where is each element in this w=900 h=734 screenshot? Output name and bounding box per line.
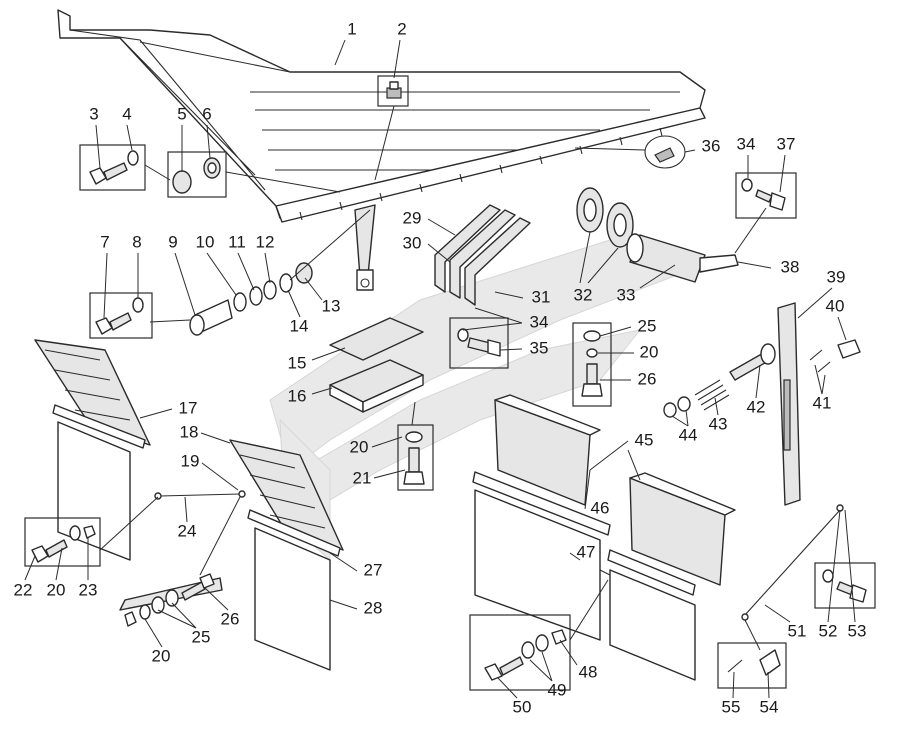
bolt-washer-set-3-4 xyxy=(79,144,146,191)
callout-c53: 53 xyxy=(848,621,867,640)
bushing-set-5-6 xyxy=(167,151,227,198)
shaft-assembly-32-33 xyxy=(576,187,739,283)
callout-c28: 28 xyxy=(364,598,383,617)
bolt-box-20-21 xyxy=(397,424,434,491)
fastener-box-48-50 xyxy=(469,614,571,691)
callout-c39: 39 xyxy=(827,267,846,286)
pin-box-54-55 xyxy=(717,642,787,689)
mud-box-45 xyxy=(629,472,736,586)
callout-c23: 23 xyxy=(79,580,98,599)
callout-c7: 7 xyxy=(100,232,109,251)
callout-c14: 14 xyxy=(290,316,309,335)
callout-c52: 52 xyxy=(819,621,838,640)
callout-c45: 45 xyxy=(635,430,654,449)
callout-c25b: 25 xyxy=(638,316,657,335)
callout-c34b: 34 xyxy=(737,134,756,153)
callout-c43: 43 xyxy=(709,414,728,433)
mud-box-46 xyxy=(494,394,601,506)
callout-c9: 9 xyxy=(168,232,177,251)
mudflap-bracket-18 xyxy=(229,439,344,551)
callout-c26a: 26 xyxy=(221,609,240,628)
callout-c36: 36 xyxy=(702,136,721,155)
callout-c30: 30 xyxy=(403,233,422,252)
mudflap-middle xyxy=(247,509,341,671)
callout-c16: 16 xyxy=(288,386,307,405)
callout-c22: 22 xyxy=(14,580,33,599)
fastener-group-25-26 xyxy=(119,573,223,627)
callout-c41: 41 xyxy=(813,393,832,412)
callout-c26b: 26 xyxy=(638,369,657,388)
callout-c6: 6 xyxy=(202,104,211,123)
callout-c17: 17 xyxy=(179,398,198,417)
callout-c20b: 20 xyxy=(47,580,66,599)
bolt-box-52-53 xyxy=(814,562,876,609)
callout-c10: 10 xyxy=(196,232,215,251)
pins-40-41 xyxy=(809,339,861,373)
callout-c8: 8 xyxy=(132,232,141,251)
callout-c20d: 20 xyxy=(640,342,659,361)
callout-c19: 19 xyxy=(181,451,200,470)
callout-c5: 5 xyxy=(177,104,186,123)
callout-c24: 24 xyxy=(178,521,197,540)
bolt-spring-42-44 xyxy=(663,343,776,418)
pin-assembly-7-14 xyxy=(89,262,313,339)
callout-c48: 48 xyxy=(579,662,598,681)
callout-c47: 47 xyxy=(577,542,596,561)
grease-nipple-36 xyxy=(644,135,686,169)
callout-c20c: 20 xyxy=(152,646,171,665)
callout-c1: 1 xyxy=(347,19,356,38)
pads-29-31 xyxy=(434,204,531,369)
callout-c12: 12 xyxy=(256,232,275,251)
bar-39 xyxy=(777,302,801,506)
mudflap-bracket-17 xyxy=(34,339,151,446)
callout-c33: 33 xyxy=(617,285,636,304)
callout-c11: 11 xyxy=(228,232,246,251)
callout-c50: 50 xyxy=(513,697,532,716)
callout-c44: 44 xyxy=(679,425,698,444)
mudflap-right-47 xyxy=(472,471,696,681)
callout-c13: 13 xyxy=(322,296,341,315)
callout-c37: 37 xyxy=(777,134,796,153)
callout-c15: 15 xyxy=(288,353,307,372)
grease-fitting xyxy=(377,75,409,107)
dump-body-frame xyxy=(57,9,706,291)
callout-c34a: 34 xyxy=(530,312,549,331)
callout-c51: 51 xyxy=(788,621,807,640)
callout-c27: 27 xyxy=(364,560,383,579)
fastener-box-22-23 xyxy=(24,517,101,567)
callout-c38: 38 xyxy=(781,257,800,276)
callout-c25a: 25 xyxy=(192,627,211,646)
callout-c29: 29 xyxy=(403,208,422,227)
callout-c55: 55 xyxy=(722,697,741,716)
leader-lines xyxy=(24,39,856,699)
bolt-box-34-37 xyxy=(735,172,797,219)
callout-c32: 32 xyxy=(574,285,593,304)
rod-24 xyxy=(154,490,246,500)
callout-c31: 31 xyxy=(532,287,551,306)
plates-15-16 xyxy=(329,317,424,413)
callout-c49: 49 xyxy=(548,680,567,699)
callout-c54: 54 xyxy=(760,697,779,716)
callout-c46: 46 xyxy=(591,498,610,517)
callout-c42: 42 xyxy=(747,397,766,416)
callout-c4: 4 xyxy=(122,104,131,123)
callout-c20a: 20 xyxy=(350,437,369,456)
callout-c2: 2 xyxy=(397,19,406,38)
callout-c40: 40 xyxy=(826,296,845,315)
callout-c35: 35 xyxy=(530,338,549,357)
callout-c18: 18 xyxy=(180,422,199,441)
callout-c21: 21 xyxy=(353,468,372,487)
callout-c3: 3 xyxy=(89,104,98,123)
